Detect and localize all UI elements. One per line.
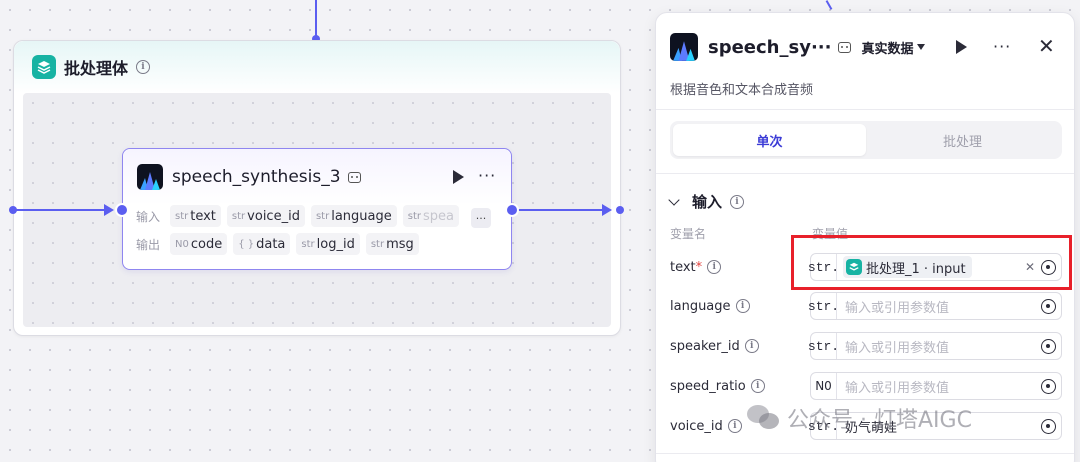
data-mode-dropdown[interactable]: 真实数据	[861, 38, 926, 57]
panel-description: 根据音色和文本合成音频	[670, 83, 814, 98]
param-placeholder[interactable]: 输入或引用参数值	[845, 300, 950, 316]
chevron-down-icon	[668, 193, 680, 206]
type-number-badge: N0	[811, 373, 837, 399]
reference-chip[interactable]: 批处理_1 · input	[843, 256, 972, 278]
tab-single[interactable]: 单次	[673, 124, 866, 156]
param-placeholder[interactable]: 输入或引用参数值	[845, 380, 950, 396]
info-icon[interactable]: i	[727, 419, 742, 433]
left-arrowhead	[104, 204, 114, 216]
divider	[656, 453, 1074, 454]
panel-title: speech_sy···	[708, 36, 832, 58]
text-param-field[interactable]: str. 批处理_1 · input ✕	[808, 253, 1062, 281]
speech-node-title: speech_synthesis_3	[172, 167, 341, 187]
variable-picker-icon[interactable]	[1041, 298, 1056, 314]
panel-connection-line	[825, 0, 833, 10]
data-mode-label: 真实数据	[861, 41, 914, 57]
clear-icon[interactable]: ✕	[1024, 260, 1035, 274]
highlight-box	[791, 235, 1072, 290]
left-entry-dot	[9, 206, 17, 214]
type-str-badge: str.	[808, 254, 839, 280]
layers-icon	[846, 259, 862, 275]
divider	[656, 173, 1074, 174]
wechat-icon	[747, 405, 779, 431]
right-exit-dot	[616, 206, 624, 214]
speech-node-header: speech_synthesis_3 ···	[123, 149, 511, 205]
speech-app-logo-icon	[137, 164, 163, 190]
divider	[656, 109, 1074, 110]
info-icon[interactable]: i	[136, 60, 151, 74]
left-connection-line	[16, 209, 108, 211]
output-param-chip: { }data	[233, 233, 291, 255]
caret-down-icon	[917, 44, 926, 50]
input-section-title: 输入	[692, 193, 723, 211]
run-mode-tabs: 单次 批处理	[670, 121, 1062, 159]
type-str-badge: str.	[808, 293, 839, 319]
variable-picker-icon[interactable]	[1041, 338, 1056, 354]
info-icon[interactable]: i	[707, 260, 722, 274]
layers-icon	[32, 55, 56, 79]
voice-id-param-field[interactable]: str. 奶气萌娃	[808, 412, 1062, 440]
watermark-text: 公众号 · 灯塔AIGC	[787, 408, 972, 433]
top-connection-line	[315, 0, 317, 38]
column-header-name: 变量名	[670, 227, 707, 241]
panel-header: speech_sy··· 真实数据 ··· ✕	[670, 33, 1060, 61]
param-value[interactable]: 奶气萌娃	[845, 420, 898, 436]
language-param-field[interactable]: str. 输入或引用参数值	[808, 292, 1062, 320]
batch-node-title: 批处理体	[64, 59, 129, 78]
type-str-badge: str.	[808, 333, 839, 359]
right-connection-line	[518, 209, 608, 211]
right-arrowhead	[602, 204, 612, 216]
plugin-robot-icon	[838, 41, 852, 53]
node-output-port[interactable]	[505, 203, 519, 217]
more-options-icon[interactable]: ···	[993, 37, 1012, 56]
node-input-port[interactable]	[115, 203, 129, 217]
batch-node-header: 批处理体 i	[14, 41, 620, 93]
variable-picker-icon[interactable]	[1041, 259, 1056, 275]
tab-batch[interactable]: 批处理	[942, 134, 982, 150]
param-name: text*i	[670, 260, 810, 275]
run-play-icon[interactable]	[453, 170, 464, 184]
run-play-icon[interactable]	[956, 40, 967, 54]
input-section-header[interactable]: 输入 i	[668, 191, 745, 212]
input-label: 输入	[136, 209, 161, 224]
speaker-id-param-field[interactable]: str. 输入或引用参数值	[808, 332, 1062, 360]
info-icon[interactable]: i	[750, 379, 765, 393]
speech-app-logo-icon	[670, 33, 698, 61]
more-params-button[interactable]: ···	[471, 208, 491, 228]
plugin-robot-icon	[347, 171, 361, 183]
param-placeholder[interactable]: 输入或引用参数值	[845, 340, 950, 356]
info-icon[interactable]: i	[744, 339, 759, 353]
watermark: 公众号 · 灯塔AIGC	[747, 402, 972, 434]
close-icon[interactable]: ✕	[1038, 34, 1055, 58]
param-row-text: text*i str. 批处理_1 · input ✕	[670, 253, 1064, 281]
variable-picker-icon[interactable]	[1041, 418, 1056, 434]
top-connection-dot	[312, 35, 320, 43]
speed-ratio-param-field[interactable]: N0 输入或引用参数值	[810, 372, 1062, 400]
variable-picker-icon[interactable]	[1041, 378, 1056, 394]
info-icon[interactable]: i	[735, 299, 750, 313]
info-icon[interactable]: i	[730, 194, 745, 209]
output-label: 输出	[136, 237, 161, 252]
type-str-badge: str.	[808, 413, 839, 439]
reference-text: 批处理_1 · input	[866, 261, 966, 277]
more-options-icon[interactable]: ···	[478, 166, 497, 185]
